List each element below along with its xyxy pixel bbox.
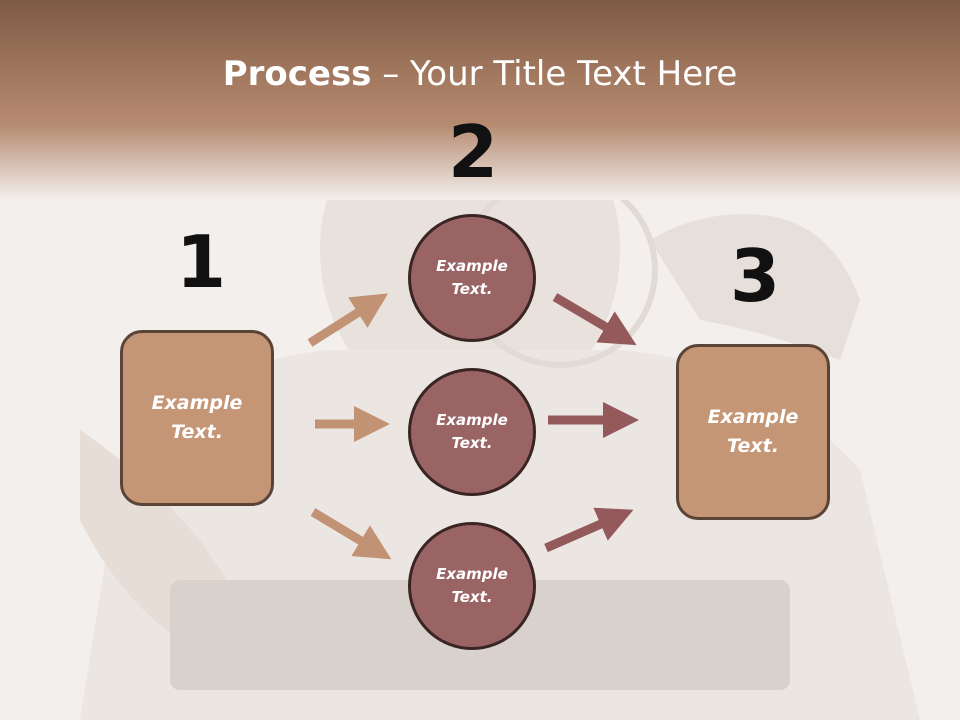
step-number-1: 1 <box>176 220 227 304</box>
bottom-circle: Example Text. <box>408 522 536 650</box>
left-box-line-1: Example <box>151 392 243 414</box>
title-banner <box>0 0 960 200</box>
bottom-circle-line-2: Text. <box>451 588 493 606</box>
top-circle-text: Example Text. <box>436 255 508 301</box>
left-box-text: Example Text. <box>152 389 243 447</box>
arrow-bottom-to-right <box>544 507 634 553</box>
title-rest: – Your Title Text Here <box>371 54 738 94</box>
arrow-left-to-top <box>307 293 389 347</box>
slide-title: Process – Your Title Text Here <box>0 54 960 94</box>
title-bold: Process <box>222 54 372 94</box>
step-number-3: 3 <box>730 234 781 318</box>
middle-circle-line-1: Example <box>436 411 508 429</box>
bottom-circle-line-1: Example <box>436 565 508 583</box>
right-box-line-2: Text. <box>727 435 779 457</box>
top-circle: Example Text. <box>408 214 536 342</box>
arrow-left-to-bottom <box>310 508 392 560</box>
right-box: Example Text. <box>676 344 830 520</box>
bottom-circle-text: Example Text. <box>436 563 508 609</box>
step-number-2: 2 <box>448 110 499 194</box>
arrow-top-to-right <box>552 293 637 346</box>
middle-circle: Example Text. <box>408 368 536 496</box>
right-box-line-1: Example <box>707 406 799 428</box>
top-circle-line-1: Example <box>436 257 508 275</box>
left-box-line-2: Text. <box>171 421 223 443</box>
left-box: Example Text. <box>120 330 274 506</box>
middle-circle-line-2: Text. <box>451 434 493 452</box>
right-box-text: Example Text. <box>708 403 799 461</box>
top-circle-line-2: Text. <box>451 280 493 298</box>
middle-circle-text: Example Text. <box>436 409 508 455</box>
